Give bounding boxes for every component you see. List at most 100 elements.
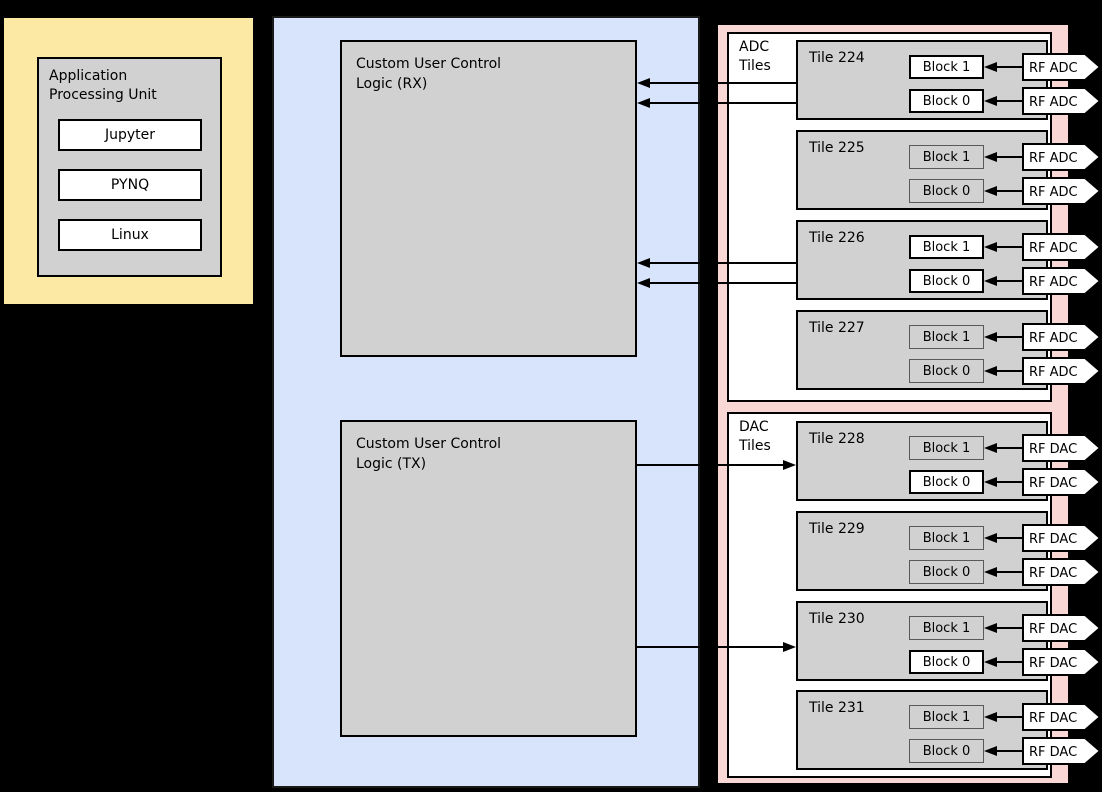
rf-port-shape xyxy=(1022,737,1102,765)
arrow-left-icon xyxy=(984,366,997,376)
tile-230: Tile 230 Block 1 RF DAC Block 0 RF DAC xyxy=(796,601,1102,681)
rf-port-shape xyxy=(1022,233,1102,261)
rf-wire xyxy=(997,336,1022,338)
tile-225: Tile 225 Block 1 RF ADC Block 0 RF ADC xyxy=(796,130,1102,210)
rx-stream-wire xyxy=(650,82,796,84)
rf-port-label: RF ADC xyxy=(1029,241,1078,256)
apu-title: Application Processing Unit xyxy=(49,68,157,103)
arrow-left-icon xyxy=(984,746,997,756)
tile-231: Tile 231 Block 1 RF DAC Block 0 RF DAC xyxy=(796,690,1102,770)
block-0: Block 0 xyxy=(909,89,984,113)
rf-port-label: RF ADC xyxy=(1029,151,1078,166)
arrow-left-icon xyxy=(984,533,997,543)
arrow-left-icon xyxy=(984,567,997,577)
arrow-left-icon xyxy=(984,712,997,722)
arrow-left-icon xyxy=(984,332,997,342)
block-0: Block 0 xyxy=(909,560,984,584)
rf-wire xyxy=(997,750,1022,752)
block-1: Block 1 xyxy=(909,55,984,79)
rf-port-tag: RF ADC xyxy=(1022,357,1102,385)
rf-port-tag: RF DAC xyxy=(1022,558,1102,586)
arrow-left-icon xyxy=(984,62,997,72)
rf-port-tag: RF ADC xyxy=(1022,323,1102,351)
rf-port-label: RF DAC xyxy=(1029,476,1077,491)
rf-port-tag: RF DAC xyxy=(1022,703,1102,731)
arrow-left-icon xyxy=(984,242,997,252)
rf-wire xyxy=(997,156,1022,158)
rf-port-tag: RF ADC xyxy=(1022,87,1102,115)
tile-label: Tile 224 xyxy=(809,50,865,66)
rx-logic-label: Custom User Control Logic (RX) xyxy=(356,56,502,92)
rf-port-label: RF ADC xyxy=(1029,365,1078,380)
rf-port-label: RF ADC xyxy=(1029,275,1078,290)
rf-port-shape xyxy=(1022,434,1102,462)
block-1: Block 1 xyxy=(909,616,984,640)
rf-wire xyxy=(997,370,1022,372)
rf-port-shape xyxy=(1022,87,1102,115)
rf-port-label: RF ADC xyxy=(1029,331,1078,346)
arrow-left-icon xyxy=(637,278,650,288)
arrow-right-icon xyxy=(783,460,796,470)
rf-wire xyxy=(997,571,1022,573)
arrow-left-icon xyxy=(984,96,997,106)
arrow-left-icon xyxy=(984,276,997,286)
arrow-left-icon xyxy=(984,657,997,667)
rf-port-label: RF DAC xyxy=(1029,622,1077,637)
rf-port-tag: RF DAC xyxy=(1022,614,1102,642)
rf-port-tag: RF DAC xyxy=(1022,468,1102,496)
rf-port-tag: RF DAC xyxy=(1022,524,1102,552)
tile-label: Tile 231 xyxy=(809,700,865,716)
tile-label: Tile 228 xyxy=(809,431,865,447)
block-1: Block 1 xyxy=(909,145,984,169)
tx-logic-box: Custom User Control Logic (TX) xyxy=(340,420,637,737)
rx-stream-wire xyxy=(650,102,796,104)
dac-tiles-label: DAC Tiles xyxy=(739,419,771,454)
rf-port-tag: RF ADC xyxy=(1022,233,1102,261)
tx-stream-wire xyxy=(637,646,783,648)
rf-port-label: RF ADC xyxy=(1029,61,1078,76)
tx-stream-wire xyxy=(637,464,783,466)
rf-port-tag: RF ADC xyxy=(1022,143,1102,171)
rf-port-tag: RF ADC xyxy=(1022,177,1102,205)
tile-228: Tile 228 Block 1 RF DAC Block 0 RF DAC xyxy=(796,421,1102,501)
rf-port-label: RF ADC xyxy=(1029,95,1078,110)
block-1: Block 1 xyxy=(909,436,984,460)
arrow-left-icon xyxy=(984,152,997,162)
tile-224: Tile 224 Block 1 RF ADC Block 0 RF ADC xyxy=(796,40,1102,120)
rf-wire xyxy=(997,537,1022,539)
rf-wire xyxy=(997,661,1022,663)
tile-label: Tile 230 xyxy=(809,611,865,627)
rf-wire xyxy=(997,447,1022,449)
rf-port-label: RF ADC xyxy=(1029,185,1078,200)
apu-box: Application Processing Unit Jupyter PYNQ… xyxy=(37,57,222,277)
apu-layer-pynq: PYNQ xyxy=(58,169,202,201)
apu-layer-jupyter: Jupyter xyxy=(58,119,202,151)
arrow-left-icon xyxy=(637,258,650,268)
block-0: Block 0 xyxy=(909,470,984,494)
rf-port-shape xyxy=(1022,177,1102,205)
rf-port-shape xyxy=(1022,648,1102,676)
arrow-left-icon xyxy=(984,443,997,453)
adc-tiles-label: ADC Tiles xyxy=(739,39,771,74)
rf-wire xyxy=(997,190,1022,192)
block-0: Block 0 xyxy=(909,739,984,763)
rf-port-label: RF DAC xyxy=(1029,566,1077,581)
arrow-left-icon xyxy=(984,477,997,487)
apu-layer-linux: Linux xyxy=(58,219,202,251)
rf-port-tag: RF ADC xyxy=(1022,53,1102,81)
rf-port-shape xyxy=(1022,267,1102,295)
rx-stream-wire xyxy=(650,262,796,264)
block-1: Block 1 xyxy=(909,705,984,729)
rf-port-shape xyxy=(1022,558,1102,586)
arrow-left-icon xyxy=(984,623,997,633)
block-1: Block 1 xyxy=(909,325,984,349)
arrow-left-icon xyxy=(637,78,650,88)
tile-label: Tile 229 xyxy=(809,521,865,537)
rf-wire xyxy=(997,246,1022,248)
arrow-left-icon xyxy=(637,98,650,108)
rf-port-tag: RF ADC xyxy=(1022,267,1102,295)
rf-port-shape xyxy=(1022,357,1102,385)
rf-port-tag: RF DAC xyxy=(1022,434,1102,462)
rf-port-shape xyxy=(1022,323,1102,351)
